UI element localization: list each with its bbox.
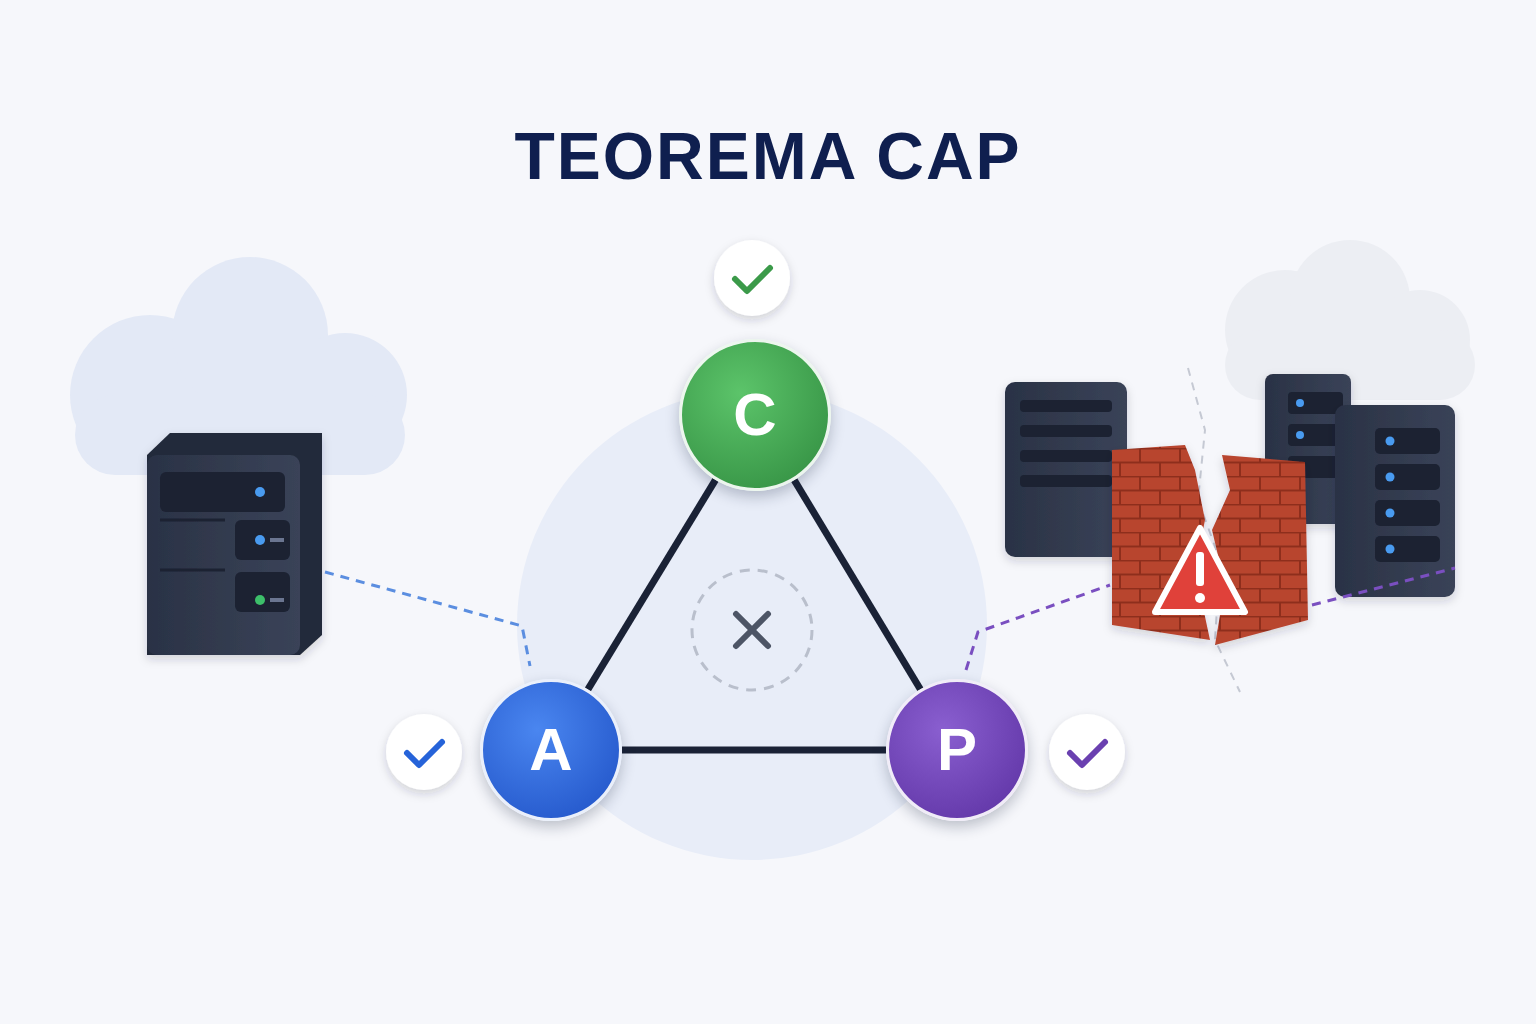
- triangle-edge: [622, 750, 886, 751]
- property-letter: P: [937, 720, 977, 780]
- triangle-edge: [588, 480, 716, 689]
- property-circle: C: [679, 339, 831, 491]
- check-badge: [386, 714, 462, 790]
- network-link: [1312, 568, 1455, 605]
- cloud: [1225, 240, 1475, 400]
- triangle-edge: [794, 480, 920, 689]
- brick-wall: [1112, 445, 1308, 645]
- check-badge: [1049, 714, 1125, 790]
- check-badge: [714, 240, 790, 316]
- server: [1335, 405, 1455, 597]
- title: TEOREMA CAP: [0, 118, 1536, 194]
- network-link: [966, 585, 1110, 670]
- network-link: [325, 572, 530, 666]
- property-circle: A: [480, 679, 622, 821]
- warning-sign: [1155, 528, 1245, 612]
- property-letter: C: [733, 385, 776, 445]
- property-circle: P: [886, 679, 1028, 821]
- x-mark: [736, 614, 768, 646]
- server: [147, 433, 322, 655]
- server: [1005, 382, 1127, 557]
- property-letter: A: [529, 720, 572, 780]
- exclusion-marker: [692, 570, 812, 690]
